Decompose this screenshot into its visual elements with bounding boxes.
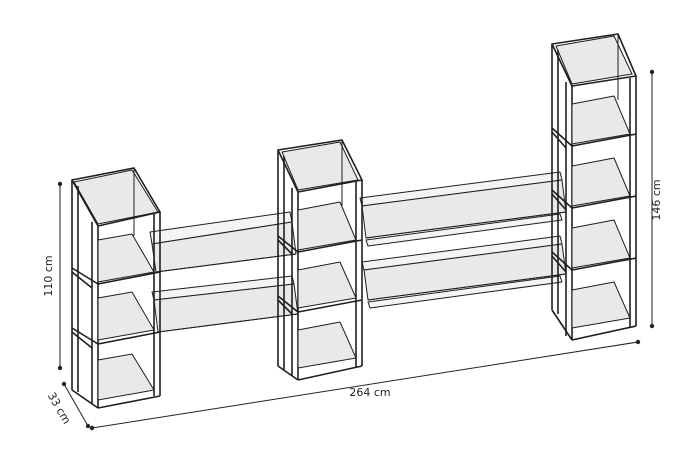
- dimension-width: 264 cm: [89, 339, 641, 431]
- middle-tower: [277, 139, 363, 381]
- right-tower: [551, 33, 637, 341]
- width-label: 264 cm: [349, 386, 390, 399]
- right-span-shelves: [359, 171, 567, 309]
- dimension-height-left: 110 cm: [42, 181, 63, 371]
- height-right-label: 146 cm: [650, 179, 663, 220]
- dimension-depth: 33 cm: [45, 381, 91, 429]
- left-span-shelves: [149, 211, 299, 333]
- depth-label: 33 cm: [45, 390, 73, 426]
- height-left-label: 110 cm: [42, 255, 55, 296]
- dimension-height-right: 146 cm: [649, 69, 663, 329]
- left-tower: [71, 167, 161, 409]
